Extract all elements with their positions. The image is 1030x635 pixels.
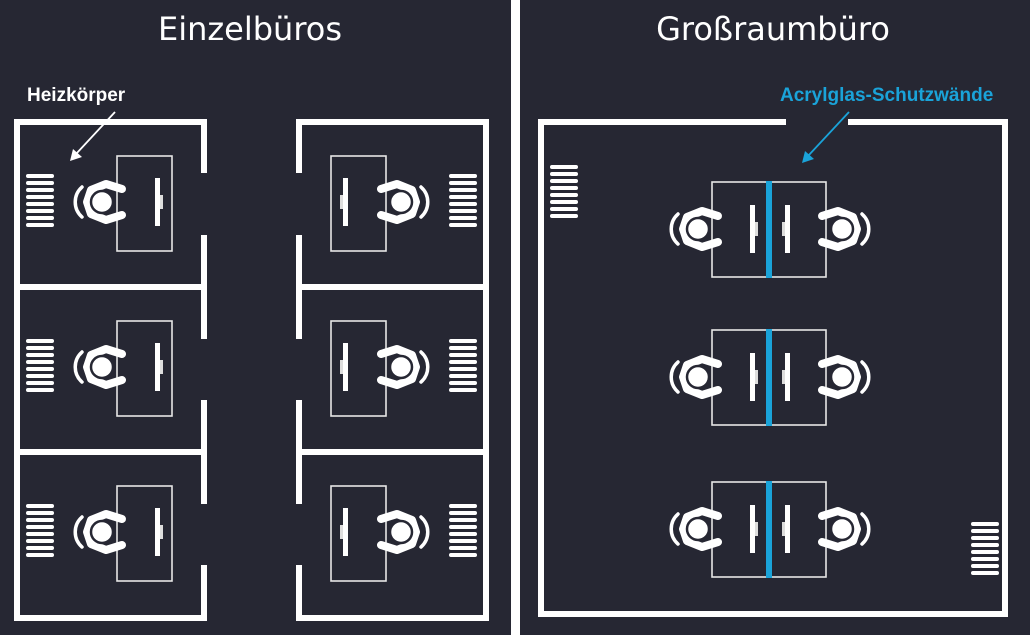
single-offices-title: Einzelbüros [158, 10, 342, 48]
desk-pair-3 [671, 481, 869, 578]
office-column-left [17, 122, 204, 618]
desk-pair-2 [671, 329, 869, 426]
radiator-icon [971, 522, 999, 575]
open-office-walls [538, 119, 1008, 617]
panel-divider [511, 0, 520, 635]
single-offices-panel: Einzelbüros Heizkörper [17, 10, 486, 618]
open-plan-office-title: Großraumbüro [656, 10, 890, 48]
acrylic-screens-label: Acrylglas-Schutzwände [780, 85, 993, 106]
office-column-right [299, 122, 486, 618]
desk-pair-1 [671, 181, 869, 278]
radiator-label: Heizkörper [27, 85, 126, 106]
acrylic-arrow [802, 111, 850, 163]
open-plan-office-panel: Großraumbüro Acrylglas-Schutzwände [538, 10, 1008, 617]
radiator-icon [550, 165, 578, 218]
